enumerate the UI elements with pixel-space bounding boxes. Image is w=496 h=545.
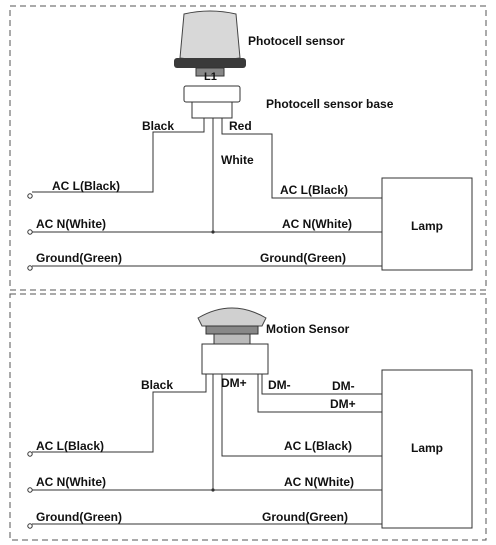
left-acl-label-bottom: AC L(Black) [36,439,104,453]
junction-dot [211,488,215,492]
right-acn-label: AC N(White) [282,217,352,231]
terminal-icon [27,229,33,235]
motion-sensor-label: Motion Sensor [266,322,350,336]
motion-sensor-base [201,343,269,375]
white-wire-label: White [221,153,254,167]
photocell-sensor-label: Photocell sensor [248,34,345,48]
dmplus-wire-label: DM+ [221,376,247,390]
photocell-sensor: L1 [174,10,246,83]
lamp-dmminus-label: DM- [332,379,355,393]
left-acl-label: AC L(Black) [52,179,120,193]
left-acn-label: AC N(White) [36,217,106,231]
terminal-icon [27,487,33,493]
dmplus-wire [257,374,382,413]
terminal-icon [27,523,33,529]
red-wire-top [221,118,382,199]
lamp-label-top: Lamp [411,219,443,233]
svg-text:L1: L1 [204,71,217,83]
junction-dot [211,230,215,234]
left-ground-label-bottom: Ground(Green) [36,510,122,524]
terminal-icon [27,265,33,271]
right-ground-label: Ground(Green) [260,251,346,265]
photocell-sensor-base [183,85,241,119]
terminal-icon [27,451,33,457]
left-acn-label-bottom: AC N(White) [36,475,106,489]
photocell-base-label: Photocell sensor base [266,97,394,111]
right-acl-label: AC L(Black) [280,183,348,197]
bottom-section-frame [9,293,487,541]
right-acn-label-bottom: AC N(White) [284,475,354,489]
motion-sensor [197,307,267,345]
black-wire-bottom [32,374,207,453]
terminal-icon [27,193,33,199]
red-wire-label: Red [229,119,252,133]
black-wire-label-bottom: Black [141,378,173,392]
dmminus-wire [261,374,382,395]
left-ground-label: Ground(Green) [36,251,122,265]
dmminus-wire-label: DM- [268,378,291,392]
lamp-dmplus-label: DM+ [330,397,356,411]
lamp-box-bottom [381,369,473,529]
right-ground-label-bottom: Ground(Green) [262,510,348,524]
black-wire-top [32,118,205,193]
right-acl-label-bottom: AC L(Black) [284,439,352,453]
lamp-box-top [381,177,473,271]
lamp-label-bottom: Lamp [411,441,443,455]
black-wire-label: Black [142,119,174,133]
acl-wire-bottom [221,374,382,457]
